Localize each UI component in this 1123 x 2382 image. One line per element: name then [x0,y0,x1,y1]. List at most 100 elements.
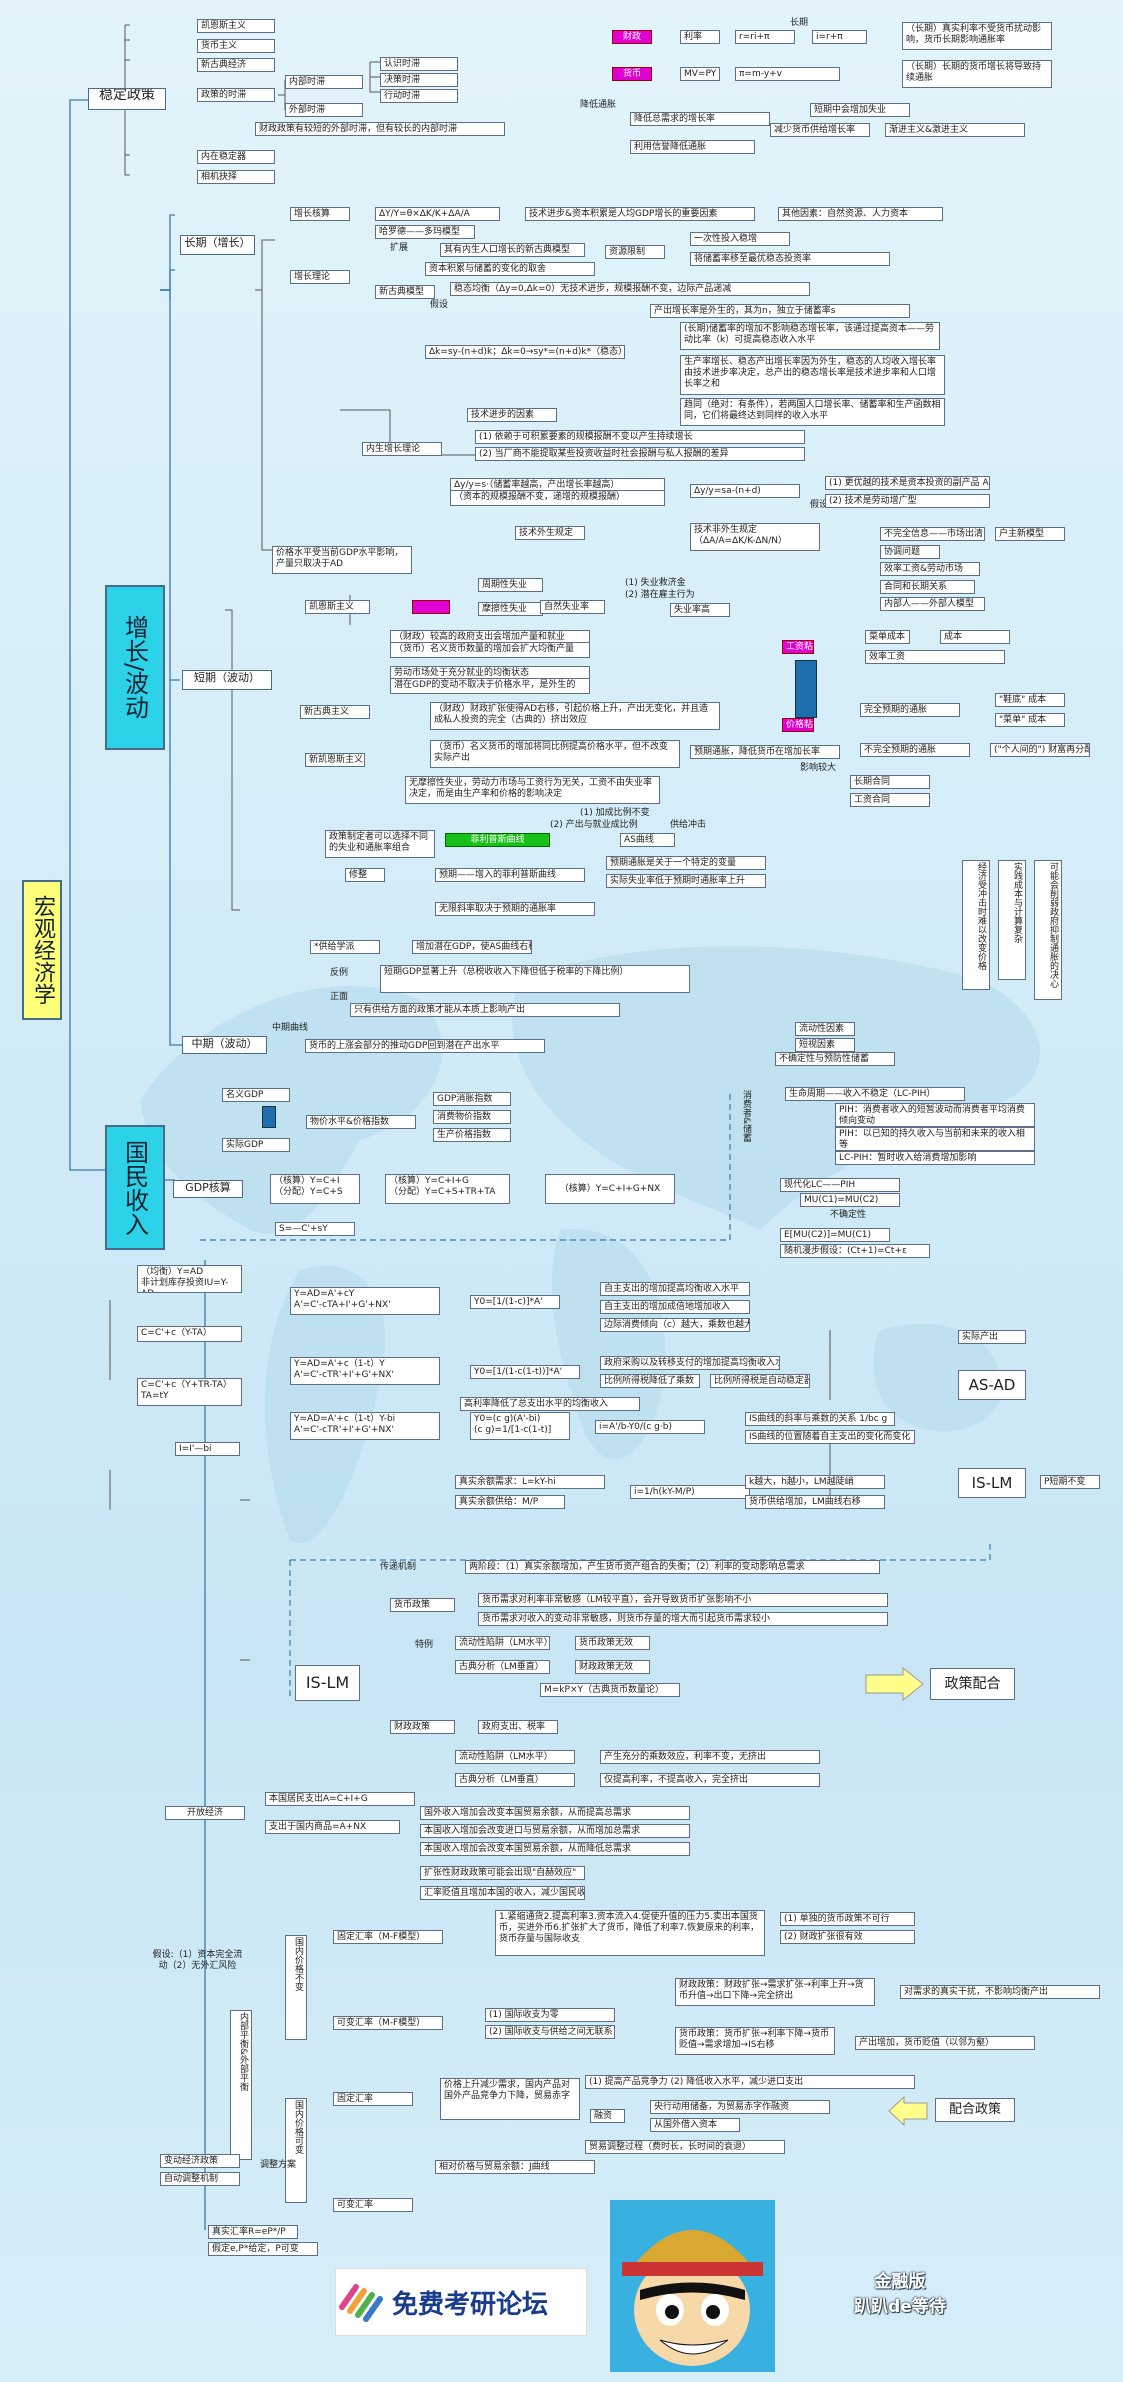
logo-text: 免费考研论坛 [392,2289,549,2320]
node-stab-5: 内在稳定器 [197,150,275,164]
node-p-8: 工资合同 [850,793,930,807]
node-m-22: 真实余额供给：M/P [455,1495,565,1509]
node-supply: *供给学派 [310,940,380,954]
eq-2a: （核算）Y=C+I+G [389,1176,470,1186]
label-shock: 供给冲击 [670,820,707,830]
node-dk: Δk=sy-(n+d)k；Δk=0→sy*=(n+d)k*（稳态） [425,345,625,359]
node-money: 货币政策 [390,1598,455,1612]
node-top-1: 利率 [680,30,720,44]
node-steady-1: 产出增长率是外生的，其为n，独立于储蓄率s [650,304,910,318]
node-blue-bar [795,660,817,718]
node-acc-note: 技术进步&资本积累是人均GDP增长的重要因素 [525,207,755,221]
node-gdp-bar [262,1106,276,1128]
m-13a: C=C'+c（Y+TR-TA） [141,1380,232,1390]
node-ak-5: (1) 更优越的技术是资本投资的副产品 A=≈K/N=≈k [825,476,990,490]
node-acc-other: 其他因素：自然资源、人力资本 [778,207,943,221]
node-lower-7: 利用信誉降低通胀 [630,140,755,154]
node-fis-1: 政府支出、税率 [478,1720,558,1734]
node-eq-1: （核算）Y=C+I（分配）Y=C+S [270,1174,360,1204]
node-mon-8: M=kP×Y（古典货币数量论） [540,1683,680,1697]
node-fx-1: 固定汇率（M-F模型） [333,1930,443,1944]
node-lc-3: LC-PIH：暂时收入给消费增加影响 [835,1151,1035,1165]
node-fxn-12: 融资 [590,2109,625,2123]
node-fis-3: 产生充分的乘数效应，利率不变，无挤出 [600,1750,820,1764]
node-o-6: 扩张性财政政策可能会出现"自赫效应" [420,1866,585,1880]
node-gdp-note: 价格水平受当前GDP水平影响，产量只取决于AD [272,546,412,574]
node-m-17: I=I'—bi [175,1442,240,1456]
node-mv: MV=PY [680,67,720,81]
eq-2b: （分配）Y=C+S+TR+TA [389,1187,496,1197]
node-fis-2: 流动性陷阱（LM水平） [455,1750,575,1764]
node-eq-4: S=—C'+sY [275,1222,355,1236]
node-fis-5: 仅提高利率，不提高收入，完全挤出 [600,1773,820,1787]
node-m-21: 真实余额需求：L=kY-hi [455,1475,605,1489]
node-ph-3: 政策制定者可以选择不同的失业和通胀率组合 [325,830,435,858]
m-14a: Y=AD=A'+c（1-t）Y-bi [294,1414,396,1424]
node-ph-8: 无限斜率取决于预期的通胀率 [435,902,595,916]
node-gdp-acc: GDP核算 [173,1180,243,1198]
node-real-out: 实际产出 [958,1330,1026,1344]
m-8b: A'=C'-cTR'+I'+G'+NX' [294,1370,394,1380]
node-w-6: 户主新模型 [995,527,1065,541]
node-m-10: 政府采购以及转移支付的增加提高均衡收入水平 [600,1356,780,1370]
label-trans: 传递机制 [380,1562,417,1572]
node-endo-2: (2) 当厂商不能提取某些投资收益时社会报酬与私人报酬的差异 [475,447,805,461]
m-15a: Y0=(c g)(A'-bi) [474,1414,541,1424]
node-islm-small: IS-LM [958,1468,1026,1498]
node-m-11: 比例所得税降低了乘数 [600,1374,700,1388]
node-fxn-4: (1) 国际收支为零 [485,2008,615,2022]
node-m-13: C=C'+c（Y+TR-TA）TA=tY [137,1378,242,1406]
node-ph-4: 修整 [345,868,385,882]
node-m-6: 自主支出的增加成倍地增加收入 [600,1300,750,1314]
label-mid: 中期曲线 [272,1023,309,1033]
node-real: 实际GDP [222,1138,290,1152]
node-fxn-5: (2) 国际收支与供给之间无联系 [485,2025,615,2039]
node-k-mag [412,600,450,614]
node-m-3: Y0=[1/(1-c)]*A' [470,1295,560,1309]
node-open: 开放经济 [165,1806,245,1820]
node-stab-3: 新古典经济 [197,58,275,72]
node-p-3: "菜单" 成本 [995,713,1065,727]
node-o-3: 国外收入增加会改变本国贸易余额，从而提高总需求 [420,1806,690,1820]
node-deflator: GDP消胀指数 [433,1092,511,1106]
node-optimal: 将储蓄率移至最优稳态投资率 [690,252,890,266]
node-k-3: 自然失业率 [540,600,605,614]
node-w-cost: 菜单成本 [865,630,910,644]
node-mon-6: 古典分析（LM垂直） [455,1660,550,1674]
node-theory: 增长理论 [290,270,350,284]
m-2b: A'=C'-cTA+I'+G'+NX' [294,1300,391,1310]
arrow-left-icon [888,2096,928,2126]
node-m-20: IS曲线的位置随着自主支出的变化而变化 [745,1430,915,1444]
node-stab-1: 凯恩斯主义 [197,19,275,33]
node-top-5: （长期）真实利率不受货币扰动影响，货币长期影响通胀率 [902,22,1052,50]
main-title: 宏观经济学 [22,880,62,1020]
node-mon-7: 财政政策无效 [575,1660,650,1674]
node-money-tool: 货币 [612,67,652,81]
branch-income: 国民收入 [105,1125,165,1250]
label-k-4: (1) 失业救济金 [625,578,686,588]
node-lag-act: 行动时滞 [380,89,458,103]
logo: 免费考研论坛 [335,2268,587,2336]
node-solow: 新古典模型 [375,285,435,299]
node-top-2: r=ri+π [735,30,795,44]
node-ppi: 生产价格指数 [433,1128,511,1142]
node-fx-6: 变动经济政策 [160,2154,240,2168]
label-ph-2: (2) 产出与就业成比例 [550,820,638,830]
node-sup-4: 只有供给方面的政策才能从本质上影响产出 [350,1003,620,1017]
node-flex-price: 国内价格可变 [285,2098,307,2203]
label-mon-3: 特例 [415,1640,434,1650]
node-c-8: 预期通胀，降低货币在增加长率 [690,745,840,759]
node-mod-2: MU(C1)=MU(C2) [800,1193,900,1207]
node-fx-3: 固定汇率 [333,2092,413,2106]
node-c-4: 潜在GDP的变动不取决于价格水平，是外生的 [390,678,590,694]
node-ph-6: 预期通胀是关于一个特定的变量 [606,856,766,870]
node-k-2: 摩擦性失业 [478,602,543,616]
node-m-4: C=C'+c（Y-TA） [137,1326,242,1342]
signature: 金融版 趴趴de等待 [835,2270,965,2320]
node-endo-1: (1) 依赖于可积累要素的规模报酬不变以产生持续增长 [475,430,805,444]
node-ak-7: 技术外生规定 [515,526,585,540]
node-acc-eq: ΔY/Y=θ×ΔK/K+ΔA/A [375,207,500,221]
node-w-5: 内部人——外部人模型 [880,597,985,611]
